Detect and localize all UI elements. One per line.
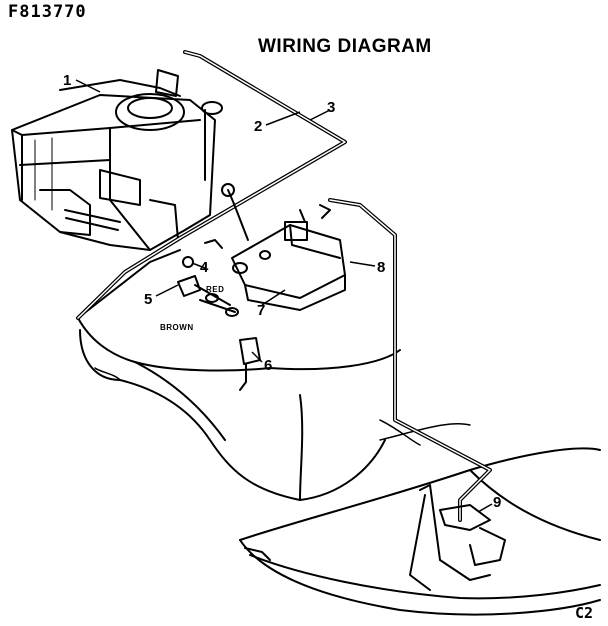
interlock-switch-6 [239, 337, 261, 391]
mower-deck [239, 447, 601, 616]
callout-9: 9 [493, 494, 501, 511]
callout-8: 8 [377, 259, 385, 276]
diagram-title: WIRING DIAGRAM [258, 36, 432, 57]
wire-label-brown: BROWN [160, 323, 194, 332]
part-code: F813770 [8, 2, 87, 22]
connector-5 [177, 275, 239, 317]
wire-label-red: RED [206, 285, 224, 294]
deck-switch-9 [409, 484, 506, 591]
callout-leaders [75, 79, 493, 513]
connector-4 [182, 239, 223, 268]
ignition-switch [231, 204, 346, 311]
engine [11, 69, 223, 251]
corner-code: C2 [575, 604, 594, 622]
callout-4: 4 [200, 259, 209, 276]
wire-harness-inner [77, 51, 346, 319]
callout-3: 3 [327, 99, 335, 116]
spark-wire [221, 183, 249, 241]
callout-7: 7 [257, 302, 265, 319]
callout-5: 5 [144, 291, 152, 308]
callout-1: 1 [63, 72, 71, 89]
callout-2: 2 [254, 118, 262, 135]
tractor-body [77, 249, 471, 501]
callout-6: 6 [264, 357, 272, 374]
